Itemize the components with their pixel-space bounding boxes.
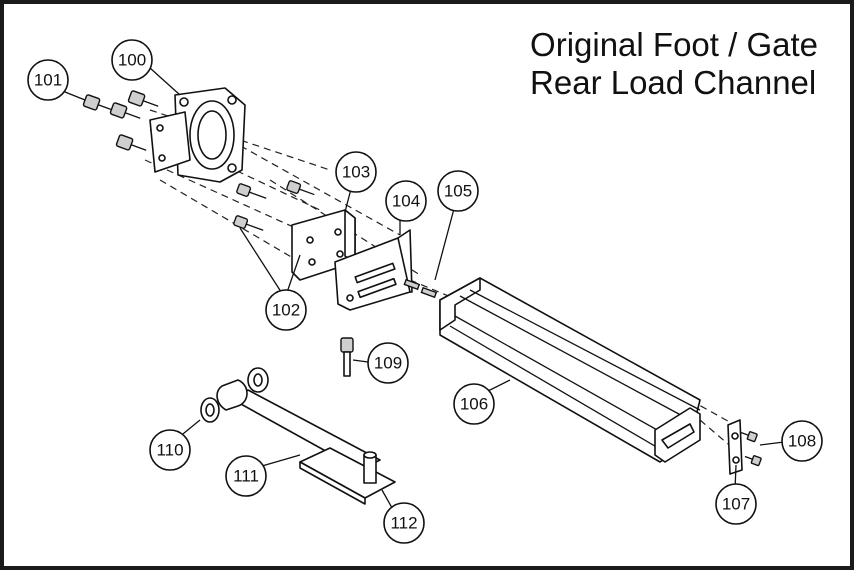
callout-100: 100 [111,39,153,81]
svg-text:102: 102 [272,301,300,320]
part-107-end-bracket [727,419,743,475]
part-105-pin [403,278,438,299]
svg-text:106: 106 [460,395,488,414]
svg-text:100: 100 [118,51,146,70]
svg-text:111: 111 [233,467,259,486]
part-109-bolt [340,337,354,377]
part-104-slotted-bracket [334,229,413,311]
part-111-gate-arm [216,379,381,471]
callout-110: 110 [149,429,191,471]
svg-text:109: 109 [374,354,402,373]
part-102-screws [233,180,315,231]
callout-108: 108 [781,420,823,462]
part-110-bushing [200,367,269,423]
callout-112: 112 [383,502,425,544]
svg-text:108: 108 [788,432,816,451]
title-line-2: Rear Load Channel [530,64,817,101]
svg-text:105: 105 [444,182,472,201]
callout-103: 103 [335,151,377,193]
svg-text:112: 112 [390,514,417,533]
part-100-mount-plate [149,87,246,183]
callout-104: 104 [385,180,427,222]
callout-101: 101 [27,59,69,101]
svg-text:104: 104 [392,192,420,211]
part-106-extrusion-channel [439,277,701,463]
title-line-1: Original Foot / Gate [530,26,818,63]
callout-109: 109 [367,342,409,384]
svg-text:107: 107 [722,495,750,514]
callout-111: 111 [225,455,267,497]
callout-105: 105 [437,170,479,212]
svg-text:103: 103 [342,163,370,182]
svg-text:101: 101 [34,71,62,90]
callout-102: 102 [265,289,307,331]
diagram-title: Original Foot / Gate Rear Load Channel [530,26,818,102]
part-112-foot-plate [299,447,396,505]
part-108-screws [740,431,762,467]
callout-107: 107 [715,483,757,525]
svg-text:110: 110 [156,441,183,460]
callout-106: 106 [453,383,495,425]
part-101-screws [82,90,159,151]
